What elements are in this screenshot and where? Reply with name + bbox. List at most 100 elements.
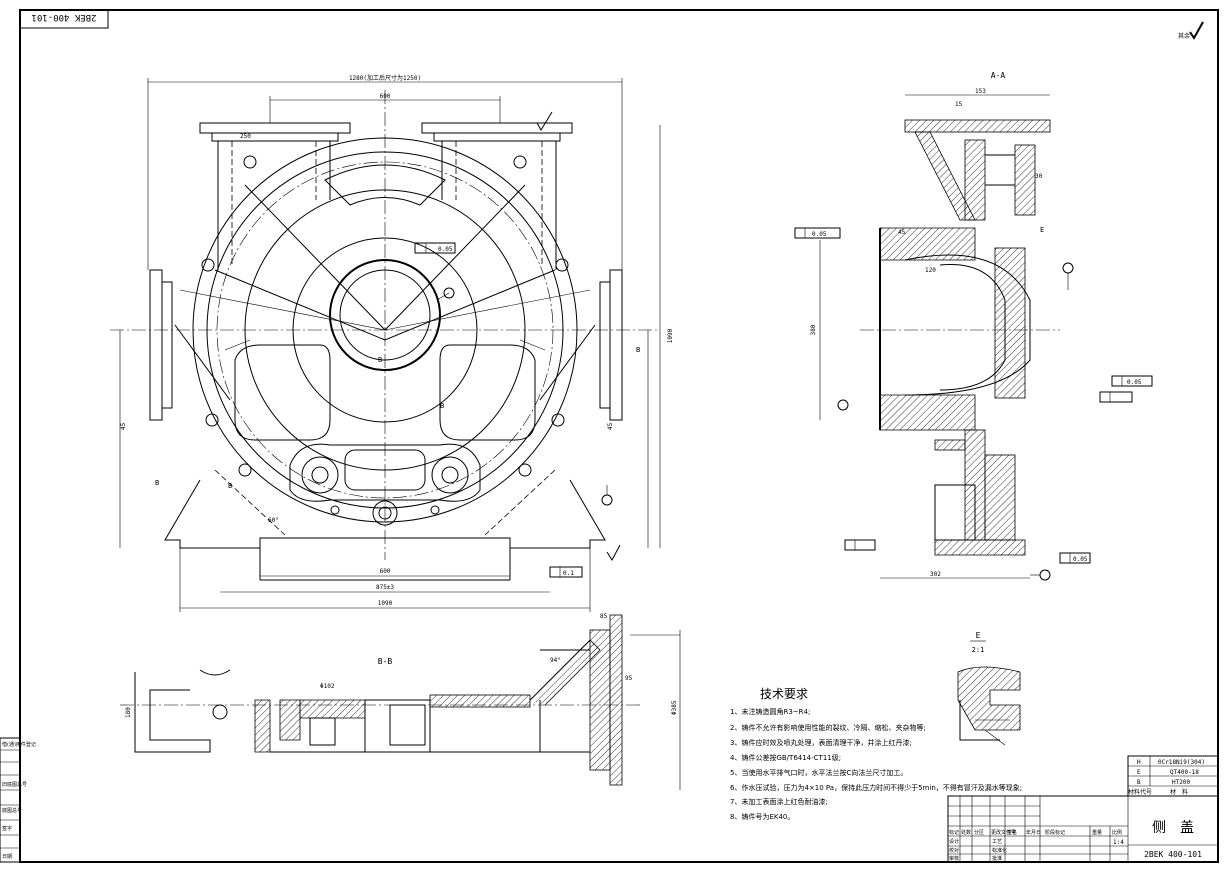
svg-text:30: 30 — [1035, 173, 1043, 180]
tolerance-box-aa-4 — [844, 539, 876, 551]
tech-req-item-8: 8、铸件号为EK40。 — [730, 812, 794, 821]
roughness-mark: 其余 — [1178, 21, 1204, 40]
svg-text:15: 15 — [955, 101, 963, 108]
svg-text:45: 45 — [607, 422, 614, 430]
strip-label-1: 借(通)用件登记 — [2, 741, 36, 748]
material-1: 0Cr18Ni9(304) — [1158, 759, 1205, 766]
dim-base-width: 1090 — [378, 600, 393, 607]
tb-row-4: 更改文件号 — [991, 829, 1016, 836]
section-bb-label: B-B — [378, 657, 393, 666]
tech-req-item-2: 2、铸件不允许有影响使用性能的裂纹、冷隔、缩松、夹杂物等; — [730, 723, 926, 732]
main-view-dimensions: 1280(加工后尺寸为1250) 600 1090 875±3 600 1090… — [119, 74, 674, 612]
material-header: 材料代号 — [1128, 788, 1152, 796]
svg-text:Φ385: Φ385 — [671, 700, 678, 715]
section-aa-label: A-A — [991, 71, 1006, 80]
svg-text:85: 85 — [600, 613, 608, 620]
strip-label-3: 底图总号 — [2, 807, 22, 814]
tech-req-item-5: 5、当使用水平排气口时，水平法兰按C向法兰尺寸加工。 — [730, 768, 907, 777]
drawing-number: 2BEK 400-101 — [1144, 850, 1202, 859]
roughness-symbol-main — [536, 111, 621, 561]
label-d60deg: 60° — [268, 517, 279, 524]
strip-label-2: 旧底图总号 — [2, 781, 27, 788]
dim-height: 1090 — [667, 328, 674, 343]
tb-stage-3: 比例 — [1112, 829, 1122, 836]
tb-row-1: 标记 — [949, 829, 959, 836]
svg-text:B: B — [378, 356, 382, 364]
svg-text:302: 302 — [930, 571, 941, 578]
tech-req-item-1: 1、未注铸造圆角R3~R4; — [730, 707, 810, 716]
left-binding-strip: 借(通)用件登记 旧底图总号 底图总号 签字 日期 — [0, 737, 36, 863]
svg-text:B: B — [228, 482, 232, 490]
tb-row-6: 年月日 — [1026, 829, 1041, 836]
tolerance-box-main-2: 0.1 — [549, 566, 583, 578]
tb-stage-1: 阶段标记 — [1045, 829, 1065, 836]
svg-text:0.05: 0.05 — [1073, 556, 1088, 563]
tolerance-box-main-1: 0.05 — [414, 242, 456, 254]
svg-text:0.05: 0.05 — [438, 246, 453, 253]
tb-role-3: 审核 — [949, 855, 959, 862]
tech-req-title: 技术要求 — [760, 687, 808, 701]
material-2: QT400-18 — [1170, 769, 1199, 776]
tech-requirements: 技术要求 1、未注铸造圆角R3~R4; 2、铸件不允许有影响使用性能的裂纹、冷隔… — [730, 687, 1022, 821]
svg-text:Φ102: Φ102 — [320, 683, 335, 690]
detail-e-label: E — [976, 631, 981, 640]
strip-label-5: 日期 — [2, 854, 12, 860]
svg-text:45: 45 — [898, 229, 906, 236]
tb-scale: 1:4 — [1113, 839, 1124, 846]
tech-req-item-6: 6、作水压试验，压力为4×10 Pa，保持此压力时间不得少于5min，不得有冒汗… — [730, 783, 1022, 792]
svg-text:95: 95 — [625, 675, 633, 682]
svg-text:0.05: 0.05 — [1127, 379, 1142, 386]
svg-text:0.05: 0.05 — [812, 231, 827, 238]
tb-row-3: 分区 — [974, 829, 984, 836]
svg-text:153: 153 — [975, 88, 986, 95]
tech-req-item-4: 4、铸件公差按GB/T6414-CT11级; — [730, 753, 841, 762]
tb-role-2: 校对 — [949, 847, 959, 854]
corner-number-box — [19, 9, 109, 29]
tb-row-2: 处数 — [961, 829, 971, 836]
dim-base-inner: 600 — [380, 568, 391, 575]
svg-text:B: B — [636, 346, 640, 354]
tb-row-5: 签名 — [1007, 829, 1017, 836]
main-front-view — [110, 90, 660, 581]
drawing-frame — [19, 9, 1219, 863]
tb-role-4: 工艺 — [992, 839, 1002, 845]
svg-text:180: 180 — [125, 707, 132, 718]
material-code-1: H — [1137, 759, 1141, 766]
tb-role-1: 设计 — [949, 838, 959, 845]
svg-text:B: B — [155, 479, 159, 487]
corner-drawing-number: 2BEK 400-101 — [31, 12, 96, 22]
dim-flange-span: 600 — [380, 93, 391, 100]
dim-overall-width: 1280(加工后尺寸为1250) — [349, 74, 421, 82]
svg-text:45: 45 — [120, 422, 127, 430]
tech-req-item-7: 7、未加工表面涂上红色耐油漆; — [730, 797, 828, 806]
svg-text:B: B — [440, 402, 444, 410]
dim-d250: 250 — [240, 133, 251, 140]
section-aa-view: A-A 153 302 380 15 45 30 120 — [810, 71, 1074, 581]
detail-e-scale: 2:1 — [972, 646, 985, 654]
tolerance-box-aa-5: 0.05 — [1059, 552, 1091, 564]
svg-text:其余: 其余 — [1178, 32, 1190, 40]
svg-text:0.1: 0.1 — [563, 570, 574, 577]
svg-text:120: 120 — [925, 267, 936, 274]
tolerance-box-aa-2: 0.05 — [1111, 375, 1153, 387]
part-name: 侧 盖 — [1152, 820, 1194, 836]
tolerance-box-aa-1: 0.05 — [794, 227, 841, 239]
title-block: H E B 0Cr18Ni9(304) QT400-18 HT200 材料代号 … — [947, 755, 1219, 863]
svg-text:94°: 94° — [550, 657, 561, 664]
tb-role-5: 标准化 — [992, 847, 1007, 854]
svg-text:380: 380 — [810, 324, 817, 335]
tb-stage-2: 重量 — [1092, 829, 1102, 836]
tolerance-box-aa-3 — [1099, 391, 1133, 403]
strip-label-4: 签字 — [2, 825, 12, 832]
bore-circle — [329, 259, 441, 371]
dim-base-holes: 875±3 — [376, 584, 394, 591]
material-label: 材 料 — [1170, 788, 1188, 796]
tech-req-item-3: 3、铸件应时效及喷丸处理，表面清理干净，并涂上红丹漆; — [730, 738, 912, 747]
detail-e-view: E 2:1 — [957, 631, 1021, 746]
material-3: HT200 — [1172, 779, 1190, 786]
material-code-3: B — [1137, 779, 1141, 786]
section-bb-view: B-B Φ385 Φ102 94° 85 180 95 — [120, 613, 681, 790]
svg-text:E: E — [1040, 226, 1044, 234]
material-code-2: E — [1137, 769, 1141, 776]
